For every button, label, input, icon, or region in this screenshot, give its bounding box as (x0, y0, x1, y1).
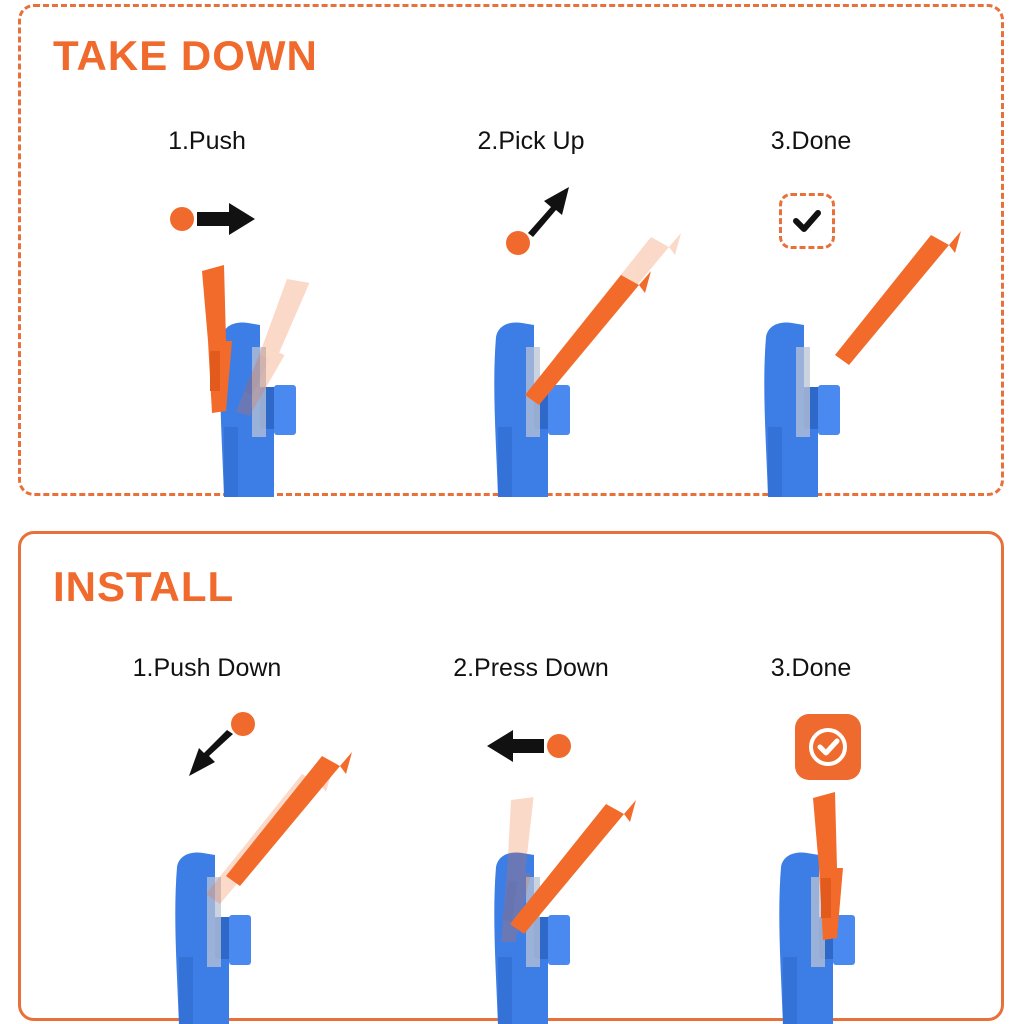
take-down-panel: TAKE DOWN 1.Push 2.Pick Up 3.Done (18, 4, 1004, 497)
step-label: 1.Push Down (132, 654, 282, 682)
push-illustration (170, 203, 317, 497)
done-illustration (779, 792, 855, 1024)
step-label: 1.Push (168, 127, 246, 155)
tool-body (779, 852, 855, 1024)
step-label: 2.Press Down (453, 654, 609, 682)
push-arrow-left-icon (487, 730, 571, 762)
press-down-illustration (487, 730, 636, 1024)
check-dashed-icon (779, 193, 835, 249)
take-down-step-2: 2.Pick Up (381, 7, 681, 497)
arrow-down-left-icon (189, 712, 255, 776)
install-panel: INSTALL 1.Push Down 2.Press Down 3.Done (18, 531, 1004, 1024)
take-down-step-1: 1.Push (57, 7, 357, 497)
pick-up-illustration (494, 187, 681, 497)
step-label: 2.Pick Up (477, 127, 585, 155)
install-step-2: 2.Press Down (381, 534, 681, 1024)
tool-body (494, 322, 570, 497)
take-down-step-3: 3.Done (661, 7, 961, 497)
tool-body (764, 322, 840, 497)
step-label: 3.Done (770, 654, 852, 682)
blade (525, 271, 651, 405)
check-solid-icon (795, 714, 861, 780)
push-down-illustration (175, 712, 352, 1024)
tool-body (220, 322, 296, 497)
take-down-title: TAKE DOWN (53, 32, 318, 79)
install-title: INSTALL (53, 563, 235, 610)
install-step-3: 3.Done (661, 534, 961, 1024)
done-illustration (764, 231, 961, 497)
step-label: 3.Done (770, 127, 852, 155)
blade (226, 752, 352, 886)
push-arrow-right-icon (170, 203, 255, 235)
blade (835, 231, 961, 365)
arrow-up-right-icon (506, 187, 569, 255)
install-step-1: 1.Push Down (57, 534, 357, 1024)
